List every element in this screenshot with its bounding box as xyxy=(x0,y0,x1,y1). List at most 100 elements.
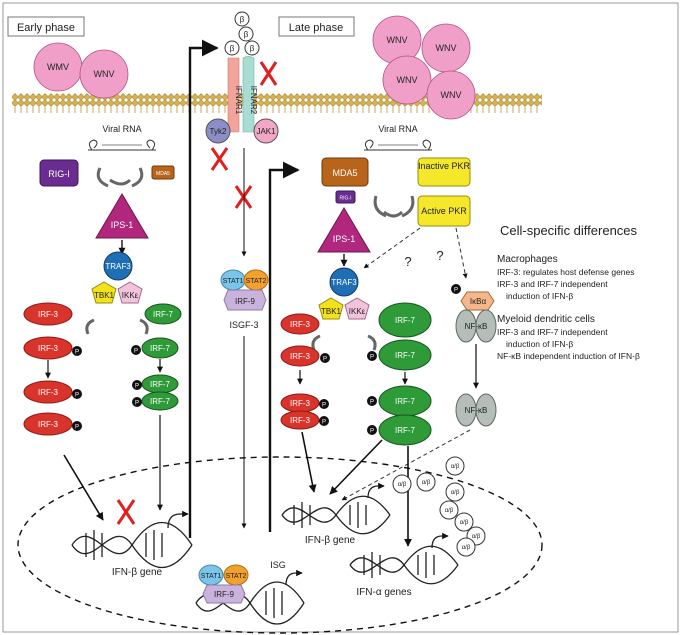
phosphate-icon xyxy=(72,389,82,399)
isg-feedback-arrow xyxy=(268,161,300,532)
stat1-label: STAT1 xyxy=(201,573,222,580)
irf7-dimer-early-label: IRF-7 xyxy=(150,380,171,389)
question-mark: ? xyxy=(436,248,443,263)
irf3-dimer-late-label: IRF-3 xyxy=(290,416,311,425)
ifnb-gene-early-label: IFN-β gene xyxy=(112,567,163,578)
late-viral-rna-label: Viral RNA xyxy=(378,124,417,134)
ifn-beta-ligand-label: β xyxy=(250,44,255,53)
irf7-early-p xyxy=(141,337,179,359)
late-phase-box xyxy=(278,16,355,37)
macrophages-line: IRF-3 and IRF-7 independent xyxy=(497,279,608,289)
virus-particle xyxy=(382,55,432,105)
svg-text:α/β: α/β xyxy=(472,534,481,540)
irf3-late-p xyxy=(280,345,320,367)
ifnar1-label: IFNAR1 xyxy=(234,86,243,115)
irf3-late-p-label: IRF-3 xyxy=(290,352,311,361)
ifn-beta-ligand xyxy=(234,11,250,27)
early-phase-label: Early phase xyxy=(17,22,75,34)
phosphate-icon xyxy=(319,416,329,426)
irf7-dimer-early xyxy=(141,391,179,411)
irf3-dimer-early xyxy=(23,380,73,404)
tbk1-late xyxy=(318,297,344,320)
ifnb-feedback-arrow xyxy=(188,39,219,538)
irf7-dimer-late-label: IRF-7 xyxy=(395,397,416,406)
ips1-late-label: IPS-1 xyxy=(333,234,356,244)
phosphate-label: P xyxy=(135,401,139,407)
phosphate-label: P xyxy=(135,384,139,390)
ifnar2-receptor xyxy=(242,56,255,133)
phosphate-label: P xyxy=(454,288,458,294)
virus-particle xyxy=(79,49,129,99)
jak1-kinase xyxy=(253,118,279,144)
mda5-late xyxy=(321,157,369,187)
phosphate-label: P xyxy=(75,350,79,356)
virus-label-wnv: WNV xyxy=(94,69,115,79)
tbk1-late-label: TBK1 xyxy=(321,307,342,316)
myeloid-heading: Myeloid dendritic cells xyxy=(497,314,595,325)
irf3-dimer-early xyxy=(23,412,73,436)
phosphate-label: P xyxy=(322,420,326,426)
viral-rna-icon xyxy=(88,139,156,151)
phosphate-icon xyxy=(367,351,377,361)
phosphate-label: P xyxy=(370,355,374,361)
irf3-early-p-label: IRF-3 xyxy=(38,344,59,353)
svg-text:α/β: α/β xyxy=(460,520,469,526)
macrophages-heading: Macrophages xyxy=(497,254,558,265)
early-viral-rna-label: Viral RNA xyxy=(102,124,141,134)
irf7-dimer-early-label: IRF-7 xyxy=(150,397,171,406)
svg-text:α/β: α/β xyxy=(422,480,431,486)
svg-text:α/β: α/β xyxy=(398,482,407,488)
irf7-early xyxy=(144,303,182,325)
tbk1-early-label: TBK1 xyxy=(94,291,115,300)
dna-helix-ifna xyxy=(349,532,459,585)
svg-text:α/β: α/β xyxy=(462,545,471,551)
nfkb-dashed-arrow-ifnb xyxy=(341,429,471,501)
phosphate-label: P xyxy=(370,400,374,406)
stat1-label: STAT1 xyxy=(223,278,244,285)
irf3-dimer-late-label: IRF-3 xyxy=(290,399,311,408)
virus-label-wnv: WNV xyxy=(436,43,457,53)
svg-text:α/β: α/β xyxy=(445,508,454,514)
irf7-late-p xyxy=(378,339,432,371)
rig-i-early xyxy=(39,159,79,187)
phosphorylation-arrow-icon xyxy=(311,334,377,351)
mda5-early xyxy=(151,165,175,180)
nfkb-label: NF-κB xyxy=(465,406,488,415)
tyk2-kinase xyxy=(205,118,231,144)
arrow-irf7-to-ifnb-late xyxy=(329,439,383,495)
irf3-early xyxy=(23,302,73,326)
rig-i-late-label: RIG-I xyxy=(340,196,352,202)
tbk1-early xyxy=(91,281,117,304)
ips1-late xyxy=(317,207,371,253)
irf3-early-p xyxy=(23,336,73,360)
stat2-label: STAT2 xyxy=(226,573,247,580)
phosphate-icon xyxy=(320,353,330,363)
irf3-late-label: IRF-3 xyxy=(290,320,311,329)
irf7-late-label: IRF-7 xyxy=(395,316,416,325)
ifn-beta-ligand xyxy=(238,26,254,42)
curved-arrow-icon xyxy=(96,167,144,188)
virus-particle xyxy=(426,70,476,120)
rig-i-late xyxy=(335,190,356,204)
traf3-late-label: TRAF3 xyxy=(331,278,357,287)
irf7-late-p-label: IRF-7 xyxy=(395,351,416,360)
irf9-label: IRF-9 xyxy=(235,297,256,306)
tyk2-label: Tyk2 xyxy=(210,127,227,136)
nfkb-subunit xyxy=(475,309,497,343)
irf7-dimer-late-label: IRF-7 xyxy=(395,426,416,435)
irf7-early-label: IRF-7 xyxy=(153,310,174,319)
svg-text:α/β: α/β xyxy=(451,464,460,470)
irf3-dimer-early-label: IRF-3 xyxy=(38,388,59,397)
ifnb-gene-late-label: IFN-β gene xyxy=(305,535,356,546)
phosphate-icon xyxy=(132,380,142,390)
irf7-early-p-label: IRF-7 xyxy=(150,344,171,353)
phosphate-label: P xyxy=(75,425,79,431)
phosphate-icon xyxy=(72,421,82,431)
ifn-beta-ligand-label: β xyxy=(230,44,235,53)
ifn-alpha-beta-molecules: α/β α/β α/β α/β α/β α/β α/β α/β xyxy=(392,456,486,557)
nucleus-outline xyxy=(17,456,543,634)
late-phase-label: Late phase xyxy=(289,22,343,34)
virus-label-wmv: WMV xyxy=(47,62,69,72)
arrow-irf3-to-ifnb-early xyxy=(63,454,104,521)
